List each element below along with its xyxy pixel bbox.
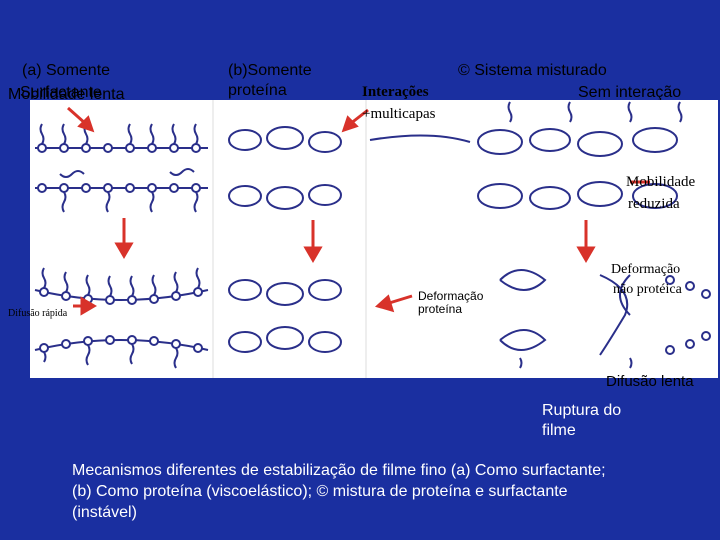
interactions-label: Interações (362, 84, 429, 101)
multilayers-label: +multicapas (362, 106, 435, 123)
film-rupture-label-2: filme (542, 422, 576, 440)
slow-diffusion-label: Difusão lenta (606, 373, 694, 390)
reduced-mobility-label-1: Mobilidade (626, 174, 695, 191)
film-stabilization-diagram (30, 100, 718, 378)
panel-b-title: (b)Somente (228, 62, 312, 80)
panel-a-title: (a) Somente (22, 62, 110, 80)
film-rupture-label-1: Ruptura do (542, 402, 621, 420)
caption: Mecanismos diferentes de estabilização d… (72, 460, 712, 523)
nonprotein-deformation-label-2: não protéica (613, 282, 682, 298)
protein-deformation-label: Deformação proteína (418, 290, 500, 316)
nonprotein-deformation-label-1: Deformação (611, 262, 680, 278)
reduced-mobility-label-2: reduzida (628, 196, 680, 213)
panel-b-subtitle: proteína (228, 82, 287, 100)
caption-line-3: (instável) (72, 502, 712, 523)
panel-c-title: © Sistema misturado (458, 62, 607, 80)
caption-line-1: Mecanismos diferentes de estabilização d… (72, 460, 712, 481)
caption-line-2: (b) Como proteína (viscoelástico); © mis… (72, 481, 712, 502)
fast-diffusion-label: Difusão rápida (8, 308, 67, 320)
